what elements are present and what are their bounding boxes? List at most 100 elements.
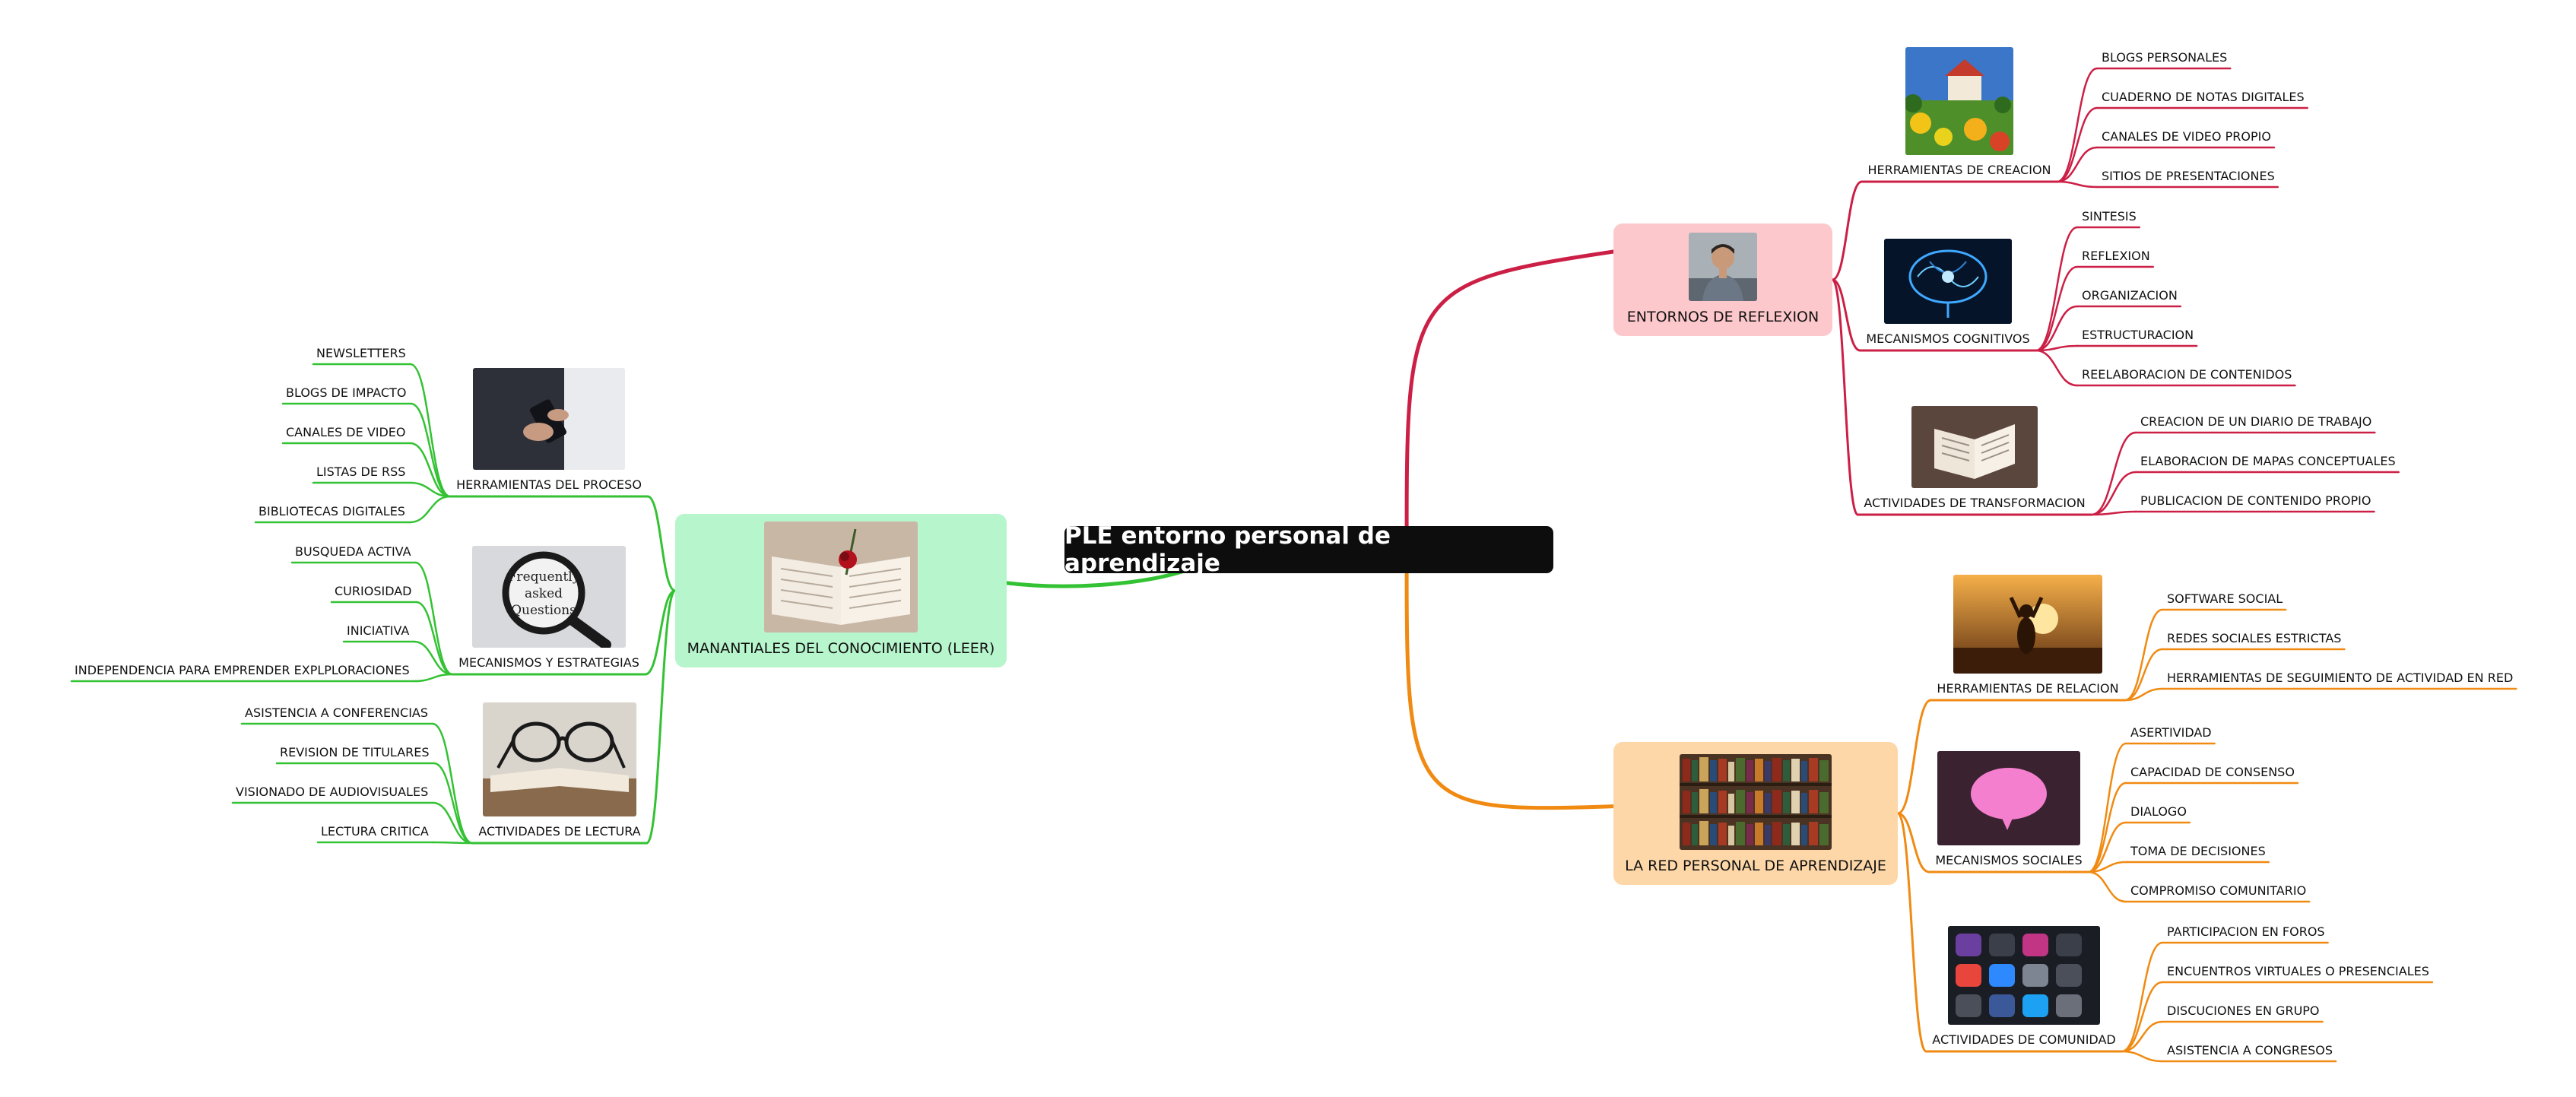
leaf-software-social[interactable]: SOFTWARE SOCIAL [2167,591,2283,606]
connector-leaf-canales-video [409,442,452,498]
leaf-estructuracion[interactable]: ESTRUCTURACION [2082,328,2194,342]
sub-actividades-lectura[interactable]: ACTIVIDADES DE LECTURA [453,702,666,839]
leaf-asistencia-congresos[interactable]: ASISTENCIA A CONGRESOS [2167,1043,2333,1057]
smartphone-hands-photo [473,368,625,470]
leaf-redes-sociales-estrictas[interactable]: REDES SOCIALES ESTRICTAS [2167,631,2342,645]
magnifier-faq-photo: Frequently asked Questions [472,546,626,648]
leaf-iniciativa[interactable]: INICIATIVA [347,623,410,638]
branch-manantiales-conocimiento[interactable]: MANANTIALES DEL CONOCIMIENTO (LEER) [675,514,1007,667]
connector-leaf-reelaboracion-contenidos [2035,349,2079,387]
leaf-reelaboracion-contenidos[interactable]: REELABORACION DE CONTENIDOS [2082,367,2292,382]
connector-central-manantiales [1004,568,1189,588]
sub-herramientas-proceso-label: HERRAMIENTAS DEL PROCESO [456,477,642,492]
sub-herramientas-proceso[interactable]: HERRAMIENTAS DEL PROCESO [443,368,655,492]
leaf-cuaderno-notas-digitales[interactable]: CUADERNO DE NOTAS DIGITALES [2102,90,2305,104]
sub-actividades-comunidad[interactable]: ACTIVIDADES DE COMUNIDAD [1918,926,2130,1047]
leaf-lectura-critica[interactable]: LECTURA CRITICA [321,824,429,839]
leaf-canales-video[interactable]: CANALES DE VIDEO [286,425,406,439]
leaf-diario-trabajo[interactable]: CREACION DE UN DIARIO DE TRABAJO [2140,414,2372,429]
connector-sub-mecanismos-cognitivos [1831,278,1861,352]
connector-leaf-asistencia-congresos [2121,1050,2164,1063]
leaf-asistencia-conferencias[interactable]: ASISTENCIA A CONFERENCIAS [245,705,429,720]
connector-leaf-blogs-personales [2056,67,2099,183]
leaf-contenido-propio[interactable]: PUBLICACION DE CONTENIDO PROPIO [2140,493,2371,508]
leaf-participacion-foros[interactable]: PARTICIPACION EN FOROS [2167,924,2325,939]
connector-leaf-bibliotecas-digitales [408,495,452,524]
connector-sub-actividades-transformacion [1831,278,1859,516]
connector-leaf-asistencia-conferencias [431,722,474,845]
leaf-seguimiento-actividad-red[interactable]: HERRAMIENTAS DE SEGUIMIENTO DE ACTIVIDAD… [2167,671,2514,685]
connector-sub-herramientas-relacion [1896,699,1932,815]
connector-leaf-blogs-impacto [410,402,452,498]
connector-sub-actividades-lectura [646,589,677,845]
library-shelves-photo [1680,754,1832,850]
sunset-person-photo [1953,575,2102,674]
sub-mecanismos-sociales[interactable]: MECANISMOS SOCIALES [1918,751,2100,867]
connector-sub-herramientas-creacion [1831,180,1863,281]
leaf-visionado-audiovisuales[interactable]: VISIONADO DE AUDIOVISUALES [236,785,429,799]
thinking-man-photo [1689,233,1757,301]
branch-red-personal[interactable]: LA RED PERSONAL DE APRENDIZAJE [1613,742,1898,885]
sub-actividades-comunidad-label: ACTIVIDADES DE COMUNIDAD [1932,1032,2116,1047]
connector-leaf-reflexion [2035,265,2079,352]
connector-leaf-independencia-exploraciones [413,673,454,683]
connector-leaf-mapas-conceptuales [2090,471,2137,516]
leaf-bibliotecas-digitales[interactable]: BIBLIOTECAS DIGITALES [259,504,405,518]
connector-sub-mecanismos-sociales [1896,812,1930,873]
connector-leaf-canales-video-propio [2056,146,2099,183]
leaf-capacidad-consenso[interactable]: CAPACIDAD DE CONSENSO [2130,765,2295,779]
connector-central-reflexion [1404,249,1616,528]
connector-leaf-software-social [2124,608,2164,702]
branch-entornos-reflexion[interactable]: ENTORNOS DE REFLEXION [1613,224,1832,336]
leaf-compromiso-comunitario[interactable]: COMPROMISO COMUNITARIO [2130,883,2307,898]
connector-leaf-diario-trabajo [2090,431,2137,516]
sub-mecanismos-cognitivos[interactable]: MECANISMOS COGNITIVOS [1849,239,2047,346]
faq-text-line1: Frequently [508,569,580,585]
connector-leaf-organizacion [2035,305,2079,352]
sub-herramientas-relacion[interactable]: HERRAMIENTAS DE RELACION [1918,575,2138,696]
branch-manantiales-conocimiento-label: MANANTIALES DEL CONOCIMIENTO (LEER) [687,640,995,657]
connector-leaf-sitios-presentaciones [2056,180,2099,189]
book-and-rose-photo [764,522,918,633]
connector-leaf-curiosidad [415,601,454,676]
central-topic-title: PLE entorno personal de aprendizaje [1064,522,1391,577]
leaf-canales-video-propio[interactable]: CANALES DE VIDEO PROPIO [2102,129,2271,144]
sub-actividades-transformacion[interactable]: ACTIVIDADES DE TRANSFORMACION [1849,406,2100,510]
leaf-independencia-exploraciones[interactable]: INDEPENDENCIA PARA EMPRENDER EXPLPLORACI… [75,663,410,677]
leaf-mapas-conceptuales[interactable]: ELABORACION DE MAPAS CONCEPTUALES [2140,454,2396,468]
leaf-curiosidad[interactable]: CURIOSIDAD [335,584,412,598]
connector-central-red [1404,571,1616,810]
connector-leaf-participacion-foros [2121,941,2164,1053]
leaf-toma-decisiones[interactable]: TOMA DE DECISIONES [2130,844,2266,858]
sub-mecanismos-estrategias[interactable]: Frequently asked Questions MECANISMOS Y … [443,546,655,670]
leaf-asertividad[interactable]: ASERTIVIDAD [2130,725,2212,740]
sub-herramientas-creacion[interactable]: HERRAMIENTAS DE CREACION [1849,47,2070,177]
leaf-listas-rss[interactable]: LISTAS DE RSS [316,464,406,479]
connector-leaf-revision-titulares [433,762,474,845]
sub-mecanismos-cognitivos-label: MECANISMOS COGNITIVOS [1866,331,2030,346]
leaf-blogs-impacto[interactable]: BLOGS DE IMPACTO [286,385,407,400]
connector-leaf-iniciativa [413,640,454,676]
leaf-sintesis[interactable]: SINTESIS [2082,209,2137,224]
connector-leaf-sintesis [2035,226,2079,352]
leaf-discuciones-grupo[interactable]: DISCUCIONES EN GRUPO [2167,1003,2320,1018]
leaf-sitios-presentaciones[interactable]: SITIOS DE PRESENTACIONES [2102,169,2275,183]
branch-entornos-reflexion-label: ENTORNOS DE REFLEXION [1626,309,1819,325]
social-apps-photo [1948,926,2100,1025]
connector-leaf-capacidad-consenso [2087,782,2127,873]
branch-red-personal-label: LA RED PERSONAL DE APRENDIZAJE [1625,858,1886,874]
central-topic[interactable]: PLE entorno personal de aprendizaje [1064,522,1553,577]
connector-leaf-lectura-critica [432,841,474,845]
leaf-revision-titulares[interactable]: REVISION DE TITULARES [280,745,430,759]
leaf-blogs-personales[interactable]: BLOGS PERSONALES [2102,50,2228,65]
leaf-newsletters[interactable]: NEWSLETTERS [316,346,406,360]
connector-leaf-visionado-audiovisuales [431,801,474,845]
leaf-reflexion[interactable]: REFLEXION [2082,249,2150,263]
leaf-organizacion[interactable]: ORGANIZACION [2082,288,2178,303]
leaf-encuentros-virtuales[interactable]: ENCUENTROS VIRTUALES O PRESENCIALES [2167,964,2429,978]
connector-leaf-seguimiento-actividad-red [2124,687,2164,702]
connector-leaf-dialogo [2087,821,2127,873]
leaf-busqueda-activa[interactable]: BUSQUEDA ACTIVA [295,544,411,559]
leaf-dialogo[interactable]: DIALOGO [2130,804,2187,819]
